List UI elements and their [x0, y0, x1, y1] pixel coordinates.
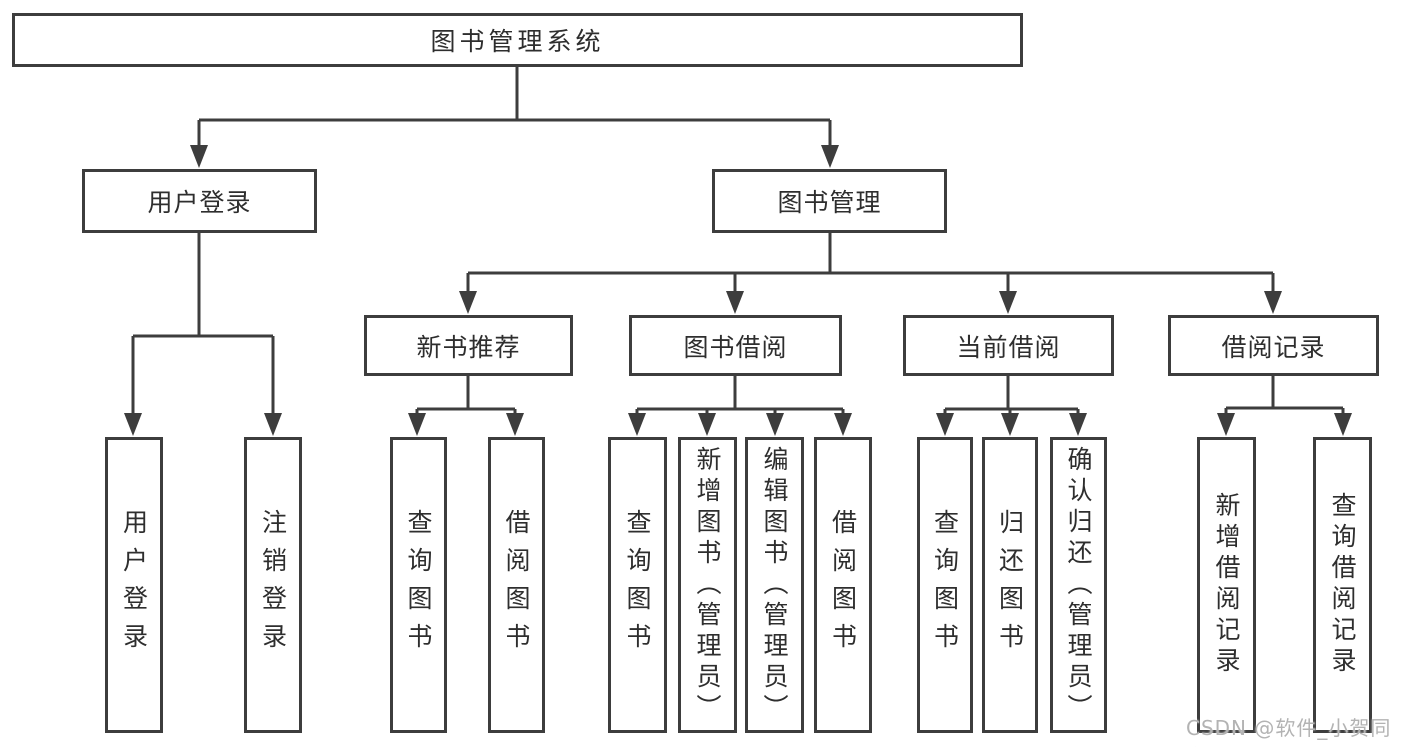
node-borrow-records: 借阅记录 — [1168, 315, 1379, 376]
leaf-query-books-borrow: 查询图书 — [608, 437, 667, 733]
leaf-label: 查询图书 — [404, 509, 433, 661]
leaf-label: 查询图书 — [930, 509, 960, 661]
leaf-label: 归还图书 — [995, 509, 1025, 661]
leaf-label: 编辑图书（管理员） — [760, 445, 789, 725]
node-book-borrow: 图书借阅 — [629, 315, 842, 376]
leaf-add-borrow-record: 新增借阅记录 — [1197, 437, 1256, 733]
leaf-query-books-current: 查询图书 — [917, 437, 973, 733]
leaf-confirm-return-admin: 确认归还（管理员） — [1050, 437, 1107, 733]
leaf-label: 注销登录 — [258, 509, 288, 661]
leaf-borrow-books-recommend: 借阅图书 — [488, 437, 545, 733]
node-library-system: 图书管理系统 — [12, 13, 1023, 67]
leaf-label: 查询图书 — [623, 509, 652, 661]
node-new-book-recommend: 新书推荐 — [364, 315, 573, 376]
leaf-add-book-admin: 新增图书（管理员） — [678, 437, 737, 733]
node-current-borrow: 当前借阅 — [903, 315, 1114, 376]
leaf-label: 借阅图书 — [828, 509, 858, 661]
leaf-query-borrow-record: 查询借阅记录 — [1313, 437, 1372, 733]
leaf-label: 新增图书（管理员） — [693, 445, 722, 725]
leaf-edit-book-admin: 编辑图书（管理员） — [745, 437, 804, 733]
leaf-label: 查询借阅记录 — [1328, 492, 1357, 678]
leaf-borrow-books: 借阅图书 — [814, 437, 872, 733]
leaf-user-login: 用户登录 — [105, 437, 163, 733]
leaf-label: 借阅图书 — [502, 509, 531, 661]
leaf-return-books: 归还图书 — [982, 437, 1038, 733]
leaf-logout: 注销登录 — [244, 437, 302, 733]
leaf-label: 用户登录 — [119, 509, 149, 661]
leaf-label: 确认归还（管理员） — [1064, 445, 1093, 725]
leaf-query-books-recommend: 查询图书 — [390, 437, 447, 733]
node-book-management: 图书管理 — [712, 169, 947, 233]
node-user-login: 用户登录 — [82, 169, 317, 233]
watermark-text: CSDN @软件_小贺同学 — [1186, 716, 1392, 747]
leaf-label: 新增借阅记录 — [1212, 492, 1241, 678]
